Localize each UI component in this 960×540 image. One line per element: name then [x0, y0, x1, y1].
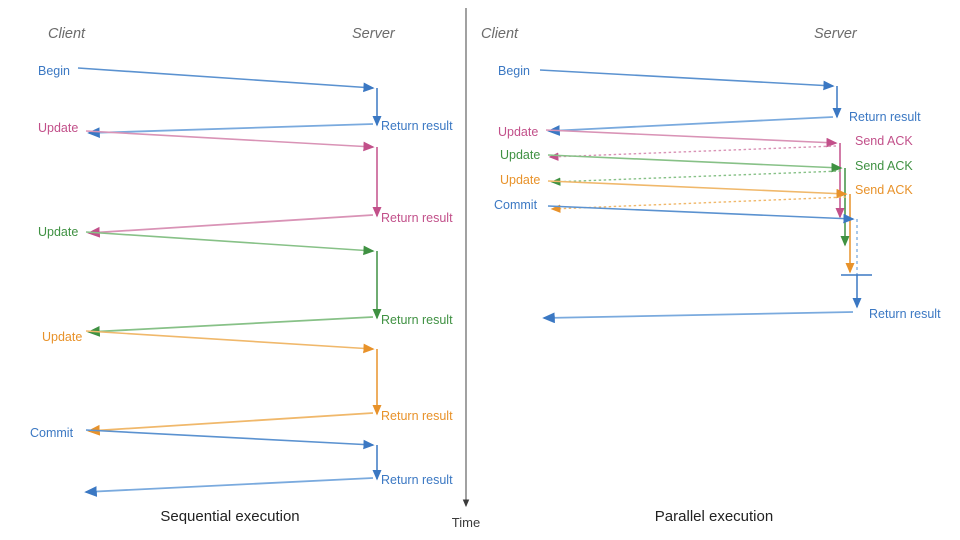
- time-axis-label: Time: [452, 515, 480, 530]
- left-label-update-orange: Update: [42, 330, 82, 344]
- left-label-commit: Commit: [30, 426, 74, 440]
- right-msg-ack-orange: Send ACK: [550, 183, 913, 213]
- right-msg-ack-pink: Send ACK: [548, 134, 913, 161]
- arrow-request-begin: [539, 69, 835, 91]
- left-msg-commit: Commit: [30, 426, 375, 450]
- arrow-response-blue-1: [547, 116, 834, 136]
- left-msg-update-orange: Update: [42, 330, 375, 354]
- right-server-header: Server: [814, 26, 858, 42]
- left-client-header: Client: [48, 26, 86, 42]
- arrow-request-update-pink: [545, 129, 838, 148]
- left-server-header: Server: [352, 26, 396, 42]
- right-client-header: Client: [481, 26, 519, 42]
- left-label-return-blue-2: Return result: [381, 473, 453, 487]
- left-label-update-pink: Update: [38, 121, 78, 135]
- left-msg-return-pink: Return result: [87, 211, 453, 238]
- right-label-ack-pink: Send ACK: [855, 134, 913, 148]
- arrow-request-update-pink: [85, 130, 375, 152]
- arrow-request-update-green: [547, 154, 843, 173]
- right-label-update-pink: Update: [498, 125, 538, 139]
- right-msg-commit: Commit: [494, 198, 855, 224]
- arrow-request-commit: [547, 205, 855, 224]
- arrow-response-blue-1: [87, 123, 374, 139]
- right-label-begin: Begin: [498, 64, 530, 78]
- arrow-response-orange: [87, 412, 374, 436]
- panel-divider-group: Time: [452, 8, 480, 530]
- left-label-return-green: Return result: [381, 313, 453, 327]
- left-msg-update-pink: Update: [38, 121, 375, 152]
- left-msg-begin: Begin: [38, 64, 375, 93]
- left-msg-return-orange: Return result: [87, 409, 453, 436]
- arrow-request-update-orange: [85, 330, 375, 354]
- right-panel: Client Server Begin Return result Update…: [481, 26, 941, 525]
- arrow-request-commit: [85, 429, 375, 450]
- right-label-update-green: Update: [500, 148, 540, 162]
- left-msg-return-blue-2: Return result: [84, 473, 453, 497]
- left-msg-return-blue-1: Return result: [87, 119, 453, 139]
- arrow-ack-orange: [550, 196, 847, 213]
- right-label-update-orange: Update: [500, 173, 540, 187]
- left-msg-update-green: Update: [38, 225, 375, 256]
- right-msg-update-pink: Update: [498, 125, 838, 148]
- right-panel-caption: Parallel execution: [655, 508, 773, 525]
- right-label-return-blue-1: Return result: [849, 110, 921, 124]
- right-msg-ack-green: Send ACK: [550, 159, 913, 186]
- right-msg-return-blue-2: Return result: [542, 307, 941, 324]
- right-label-commit: Commit: [494, 198, 538, 212]
- arrow-request-update-green: [85, 231, 375, 256]
- left-msg-return-green: Return result: [87, 313, 453, 337]
- arrow-response-green: [87, 316, 374, 337]
- arrow-request-update-orange: [547, 180, 848, 199]
- left-label-return-orange: Return result: [381, 409, 453, 423]
- left-label-return-pink: Return result: [381, 211, 453, 225]
- arrow-request-begin: [77, 67, 375, 93]
- right-label-return-blue-2: Return result: [869, 307, 941, 321]
- arrow-ack-pink: [548, 145, 837, 161]
- arrow-response-blue-2: [84, 477, 374, 497]
- right-msg-return-blue-1: Return result: [547, 110, 921, 136]
- arrow-ack-green: [550, 170, 842, 186]
- right-msg-update-green: Update: [500, 148, 843, 173]
- arrow-response-pink: [87, 214, 374, 238]
- right-msg-begin: Begin: [498, 64, 835, 91]
- right-label-ack-orange: Send ACK: [855, 183, 913, 197]
- arrow-response-blue-2: [542, 311, 854, 324]
- left-label-begin: Begin: [38, 64, 70, 78]
- left-label-return-blue-1: Return result: [381, 119, 453, 133]
- right-label-ack-green: Send ACK: [855, 159, 913, 173]
- left-panel: Client Server Begin Return result Update…: [30, 26, 453, 525]
- left-label-update-green: Update: [38, 225, 78, 239]
- left-panel-caption: Sequential execution: [160, 508, 299, 525]
- right-msg-update-orange: Update: [500, 173, 848, 199]
